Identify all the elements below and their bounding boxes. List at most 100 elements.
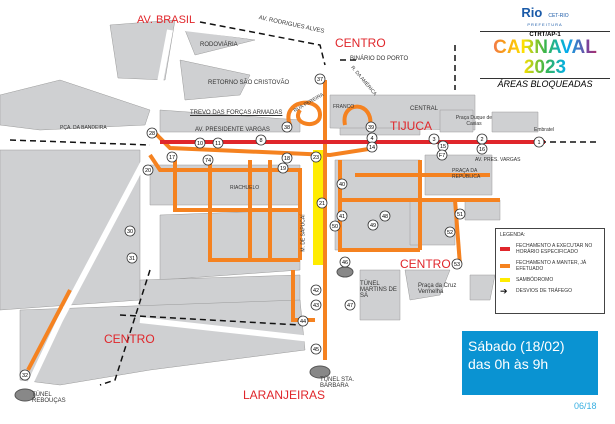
route-marker: 31 [126, 252, 138, 264]
route-marker: 40 [336, 178, 348, 190]
route-marker: 47 [344, 299, 356, 311]
marker-number: 19 [280, 166, 286, 172]
route-marker: 15 [437, 140, 449, 152]
label-av-brasil: AV. BRASIL [137, 14, 196, 26]
route-marker: 43 [310, 299, 322, 311]
marker-number: 50 [332, 224, 338, 230]
route-marker: 4 [366, 132, 378, 144]
marker-number: F7 [439, 153, 445, 159]
marker-number: 4 [370, 136, 373, 142]
label-sambodromo-street: M. DE SAPUCAÍ [300, 214, 307, 252]
marker-circle [202, 154, 214, 166]
legend-item: ➔ DESVIOS DE TRÁFEGO [500, 286, 600, 296]
route-marker: 41 [336, 210, 348, 222]
route-marker: 3 [428, 133, 440, 145]
marker-circle [367, 219, 379, 231]
marker-number: 10 [197, 141, 203, 147]
marker-circle [451, 258, 463, 270]
legend-item: FECHAMENTO A MANTER, JÁ EFETUADO [500, 260, 600, 272]
route-marker: 42 [310, 284, 322, 296]
label-praca-duque: Praça Duque de Caxias [455, 115, 493, 127]
legend-item: SAMBÓDROMO [500, 277, 600, 283]
marker-number: 3 [432, 137, 435, 143]
label-embratel: Embratel [534, 127, 555, 133]
label-centro-top: CENTRO [335, 36, 386, 50]
label-av-pres-vargas-right: AV. PRES. VARGAS [475, 157, 521, 163]
legend-label: DESVIOS DE TRÁFEGO [516, 288, 573, 294]
legend-label: FECHAMENTO A MANTER, JÁ EFETUADO [516, 260, 587, 272]
marker-circle [281, 121, 293, 133]
label-praca-republica: PRAÇA DA REPÚBLICA [452, 168, 481, 180]
label-av-presidente-vargas: AV. PRESIDENTE VARGAS [195, 127, 270, 133]
arrow-right-icon: ➔ [500, 286, 508, 296]
marker-number: 40 [339, 182, 345, 188]
page-number: 06/18 [574, 401, 597, 411]
marker-circle [310, 343, 322, 355]
marker-number: 8 [259, 138, 262, 144]
label-central: CENTRAL [410, 106, 439, 112]
marker-number: 2 [480, 137, 483, 143]
rio-logo: Rio [521, 5, 543, 20]
logo-subtitle: PREFEITURA [527, 22, 563, 27]
header-title: CARNAVAL 2023 [480, 38, 610, 78]
marker-circle [344, 299, 356, 311]
route-marker: 74 [202, 154, 214, 166]
marker-number: 11 [215, 141, 221, 147]
route-marker: 30 [124, 225, 136, 237]
legend-swatch-orange [500, 264, 510, 268]
label-praca-cruz: Praça da Cruz Vermelha [418, 283, 457, 295]
marker-circle [255, 134, 267, 146]
label-tunel-reboucas: TÚNEL REBOUÇAS [32, 392, 66, 404]
marker-number: 32 [22, 373, 28, 379]
marker-number: 52 [447, 230, 453, 236]
marker-number: 37 [317, 77, 323, 83]
marker-circle [339, 256, 351, 268]
marker-circle [533, 136, 545, 148]
label-tunel-martins: TÚNEL MARTINS DE SÁ [360, 281, 397, 299]
marker-number: 30 [127, 229, 133, 235]
marker-number: 21 [319, 201, 325, 207]
label-trevo: TREVO DAS FORÇAS ARMADAS [190, 110, 283, 116]
route-marker: 52 [444, 226, 456, 238]
schedule-day: Sábado (18/02) [468, 338, 565, 354]
label-binario: BINÁRIO DO PORTO [350, 56, 409, 62]
marker-circle [310, 284, 322, 296]
route-marker: 28 [146, 127, 158, 139]
sambodromo [313, 150, 323, 265]
agency-logo: CET-RIO [548, 13, 569, 19]
route-marker: 45 [310, 343, 322, 355]
route-marker: 39 [365, 121, 377, 133]
marker-circle [124, 225, 136, 237]
route-marker: 46 [339, 256, 351, 268]
schedule-hours: das 0h às 9h [468, 356, 549, 372]
legend-label: FECHAMENTO A EXECUTAR NO HORÁRIO ESPECIF… [516, 243, 593, 255]
route-marker: 18 [281, 152, 293, 164]
marker-circle [142, 164, 154, 176]
route-marker: 53 [451, 258, 463, 270]
label-riachuelo: RIACHUELO [230, 185, 260, 191]
route-marker: 50 [329, 220, 341, 232]
marker-circle [281, 152, 293, 164]
route-marker: F7 [436, 149, 448, 161]
marker-circle [146, 127, 158, 139]
marker-circle [277, 162, 289, 174]
route-marker: 14 [366, 141, 378, 153]
marker-circle [316, 197, 328, 209]
marker-circle [379, 210, 391, 222]
route-marker: 11 [212, 137, 224, 149]
marker-circle [314, 73, 326, 85]
marker-circle [329, 220, 341, 232]
marker-circle [444, 226, 456, 238]
marker-number: 41 [339, 214, 345, 220]
red-closure-presidente-vargas [160, 140, 545, 144]
marker-number: 45 [313, 347, 319, 353]
legend: LEGENDA: FECHAMENTO A EXECUTAR NO HORÁRI… [495, 228, 605, 314]
marker-circle [19, 369, 31, 381]
header-code: CTRT/AP-1 [480, 31, 610, 38]
marker-number: 44 [300, 319, 306, 325]
marker-circle [297, 315, 309, 327]
tunnels [14, 266, 354, 402]
marker-number: 74 [205, 158, 211, 164]
marker-number: 1 [537, 140, 540, 146]
